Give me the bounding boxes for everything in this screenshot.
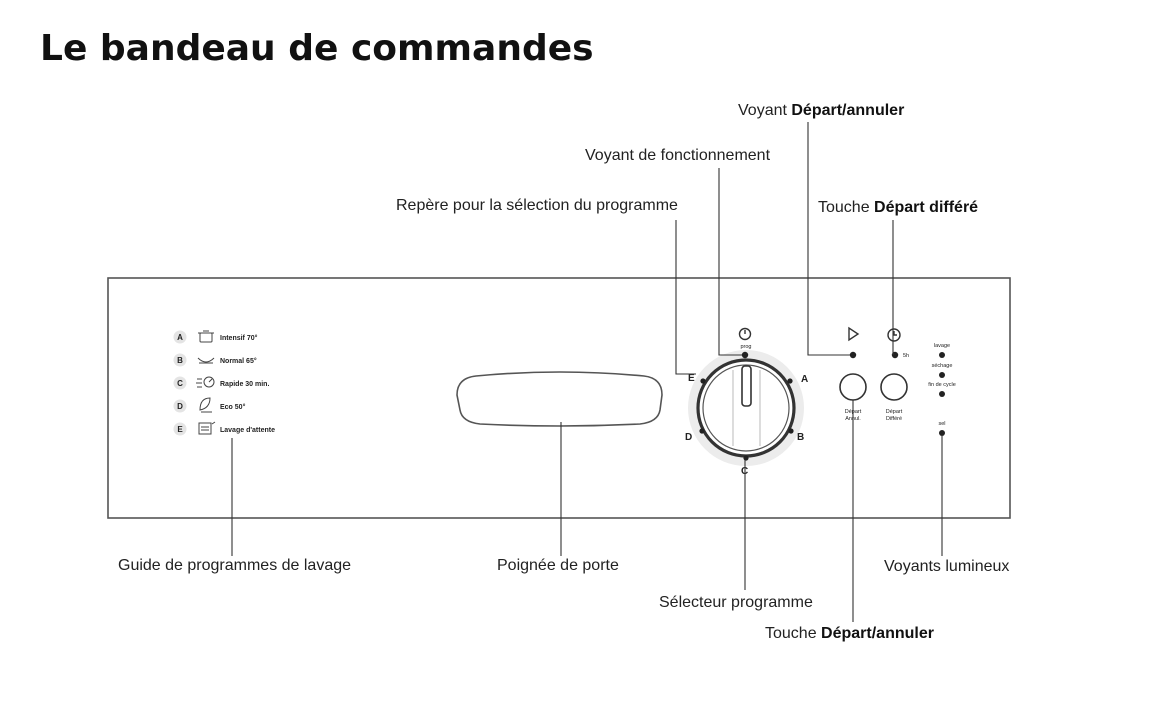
callout-poignee: Poignée de porte	[497, 557, 619, 574]
program-name: Lavage d'attente	[220, 427, 275, 434]
indicator-led	[939, 430, 945, 436]
callout-voyant-fonctionnement: Voyant de fonctionnement	[585, 147, 771, 164]
selector-markers	[699, 378, 794, 461]
delay-hours-label: 5h	[903, 353, 909, 359]
timer-icon	[196, 376, 215, 388]
indicator-label-lavage: lavage	[934, 343, 950, 349]
program-name: Intensif 70°	[220, 334, 258, 342]
program-letter: A	[177, 333, 183, 342]
delayed-start-button[interactable]	[880, 373, 908, 401]
callout-voyants-lumineux: Voyants lumineux	[884, 558, 1010, 575]
eco-icon	[199, 397, 212, 413]
selector-marker	[788, 428, 794, 434]
program-row-e: E Lavage d'attente	[173, 421, 275, 436]
power-icon	[738, 327, 752, 341]
selector-knob-grip	[741, 365, 752, 407]
selector-marker	[700, 378, 706, 384]
selector-marker	[699, 428, 705, 434]
program-name: Rapide 30 min.	[220, 381, 269, 388]
program-letter: E	[177, 425, 183, 434]
door-handle[interactable]	[456, 371, 663, 427]
program-row-d: D Eco 50°	[173, 397, 246, 413]
callout-voyant-depart: Voyant Départ/annuler	[738, 102, 905, 119]
indicator-label-sel: sel	[938, 421, 945, 427]
indicator-lights: lavage séchage fin de cycle sel	[928, 343, 956, 436]
program-letter: C	[177, 379, 183, 388]
pot-icon	[198, 330, 214, 343]
callout-touche-differe: Touche Départ différé	[818, 199, 979, 216]
selector-label-b: B	[797, 432, 804, 443]
indicator-led	[939, 391, 945, 397]
callout-touche-depart: Touche Départ/annuler	[765, 625, 934, 642]
selector-marker	[787, 378, 793, 384]
selector-label-d: D	[685, 432, 692, 443]
callout-repere: Repère pour la sélection du programme	[396, 197, 678, 214]
program-row-a: A Intensif 70°	[173, 330, 258, 344]
delayed-start-label-line2: Différé	[886, 416, 902, 422]
program-selector[interactable]	[688, 350, 804, 466]
program-letter: D	[177, 402, 183, 411]
program-row-b: B Normal 65°	[173, 353, 257, 367]
program-name: Eco 50°	[220, 403, 246, 411]
program-letter: B	[177, 356, 183, 365]
leader-lines	[231, 122, 943, 622]
rinse-icon	[198, 421, 216, 435]
callout-guide: Guide de programmes de lavage	[118, 557, 352, 574]
start-cancel-indicator-led	[849, 351, 857, 359]
program-name: Normal 65°	[220, 357, 257, 365]
running-indicator-led	[741, 351, 749, 359]
leader-voyant-depart	[807, 122, 850, 356]
indicator-led	[939, 372, 945, 378]
program-row-c: C Rapide 30 min.	[173, 376, 269, 390]
indicator-led	[939, 352, 945, 358]
indicator-label-sechage: séchage	[932, 363, 953, 369]
page-title: Le bandeau de commandes	[40, 28, 594, 69]
plate-icon	[197, 357, 215, 364]
leader-repere	[675, 220, 696, 375]
selector-label-a: A	[801, 374, 808, 385]
start-cancel-button[interactable]	[839, 373, 867, 401]
selector-label-e: E	[688, 373, 695, 384]
selector-marker	[743, 455, 749, 461]
callout-selecteur: Sélecteur programme	[659, 594, 813, 611]
prog-marking: prog	[740, 344, 751, 350]
leader-voyant-fonctionnement	[718, 168, 742, 356]
clock-icon	[887, 328, 901, 342]
delayed-start-label-line1: Départ	[886, 409, 903, 415]
program-guide: A Intensif 70° B Normal 65° C Rapide 30	[173, 330, 275, 436]
play-icon	[848, 326, 860, 342]
indicator-label-fin-de-cycle: fin de cycle	[928, 382, 956, 388]
